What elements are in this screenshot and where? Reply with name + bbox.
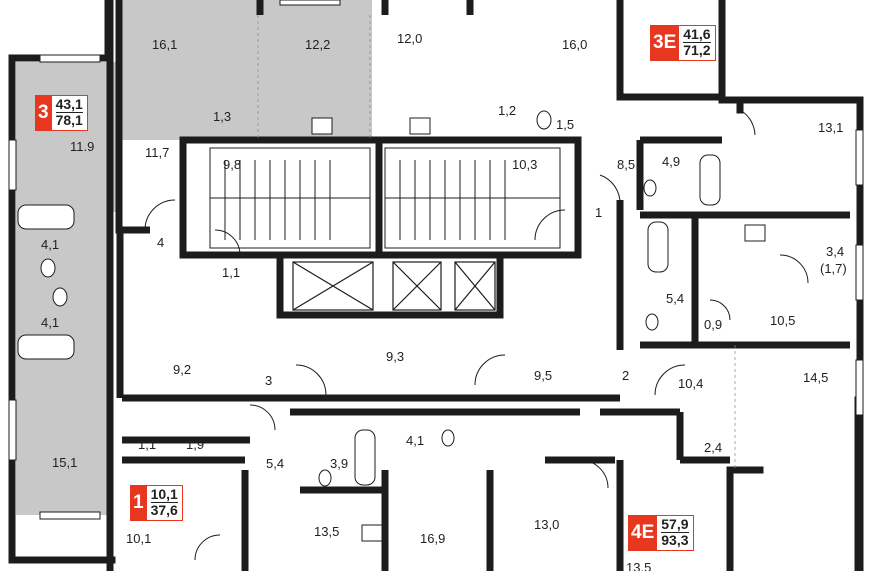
room-area-label: 11,7 bbox=[145, 145, 170, 160]
stairs bbox=[209, 147, 561, 249]
apartment-total-area: 37,6 bbox=[150, 502, 178, 519]
room-area-label: 3 bbox=[265, 373, 273, 388]
apartment-living-area: 57,9 bbox=[661, 516, 689, 534]
apartment-number: 3 bbox=[35, 95, 52, 131]
room-area-label: 9,8 bbox=[223, 157, 242, 172]
apartment-total-area: 78,1 bbox=[55, 112, 83, 129]
room-area-label: 12,2 bbox=[305, 37, 331, 52]
room-area-label: 9,5 bbox=[534, 368, 553, 383]
room-area-label: 5,4 bbox=[666, 291, 685, 306]
room-area-label: 1,5 bbox=[556, 117, 575, 132]
room-area-label: 13,5 bbox=[626, 560, 652, 571]
room-area-label: (1,7) bbox=[820, 261, 847, 276]
room-area-label: 1,9 bbox=[186, 437, 205, 452]
room-area-label: 4 bbox=[157, 235, 165, 250]
windows bbox=[8, 0, 864, 520]
room-area-label: 8,5 bbox=[617, 157, 636, 172]
room-area-label: 1,1 bbox=[222, 265, 241, 280]
room-area-label: 13,5 bbox=[314, 524, 340, 539]
room-area-label: 16,1 bbox=[152, 37, 178, 52]
room-area-label: 11.9 bbox=[70, 139, 95, 154]
room-area-label: 3,4 bbox=[826, 244, 845, 259]
apartment-total-area: 93,3 bbox=[661, 532, 689, 549]
room-area-label: 16,9 bbox=[420, 531, 446, 546]
room-area-label: 12,0 bbox=[397, 31, 423, 46]
room-area-label: 15,1 bbox=[52, 455, 78, 470]
room-area-label: 5,4 bbox=[266, 456, 285, 471]
apartment-living-area: 43,1 bbox=[55, 96, 83, 114]
doors bbox=[144, 109, 809, 561]
room-area-label: 13,0 bbox=[534, 517, 560, 532]
apartment-number: 3E bbox=[650, 25, 680, 61]
room-area-label: 0,9 bbox=[704, 317, 723, 332]
room-area-label: 4,9 bbox=[662, 154, 681, 169]
room-area-label: 10,1 bbox=[126, 531, 152, 546]
room-area-label: 4,1 bbox=[41, 315, 60, 330]
room-area-label: 1,1 bbox=[138, 437, 157, 452]
fixtures bbox=[17, 110, 766, 542]
room-area-label: 3,9 bbox=[330, 456, 349, 471]
room-area-label: 10,3 bbox=[512, 157, 538, 172]
core-walls bbox=[116, 0, 850, 571]
room-area-label: 10,5 bbox=[770, 313, 796, 328]
room-area-label: 10,4 bbox=[678, 376, 704, 391]
apartment-living-area: 41,6 bbox=[683, 26, 711, 44]
room-area-label: 1,3 bbox=[213, 109, 232, 124]
room-area-label: 1 bbox=[595, 205, 603, 220]
room-area-label: 16,0 bbox=[562, 37, 588, 52]
elevators bbox=[292, 261, 496, 311]
room-area-label: 2 bbox=[622, 368, 630, 383]
room-area-label: 4,1 bbox=[406, 433, 425, 448]
room-area-label: 9,2 bbox=[173, 362, 192, 377]
apartment-living-area: 10,1 bbox=[150, 486, 178, 504]
room-area-label: 9,3 bbox=[386, 349, 405, 364]
room-area-label: 4,1 bbox=[41, 237, 60, 252]
dashed-lines bbox=[257, 15, 736, 470]
room-area-label: 2,4 bbox=[704, 440, 723, 455]
room-area-label: 14,5 bbox=[803, 370, 829, 385]
room-area-label: 13,1 bbox=[818, 120, 844, 135]
apartment-total-area: 71,2 bbox=[683, 42, 711, 59]
room-area-label: 1,2 bbox=[498, 103, 517, 118]
apartment-number: 1 bbox=[130, 485, 147, 521]
apartment-number: 4E bbox=[628, 515, 658, 551]
